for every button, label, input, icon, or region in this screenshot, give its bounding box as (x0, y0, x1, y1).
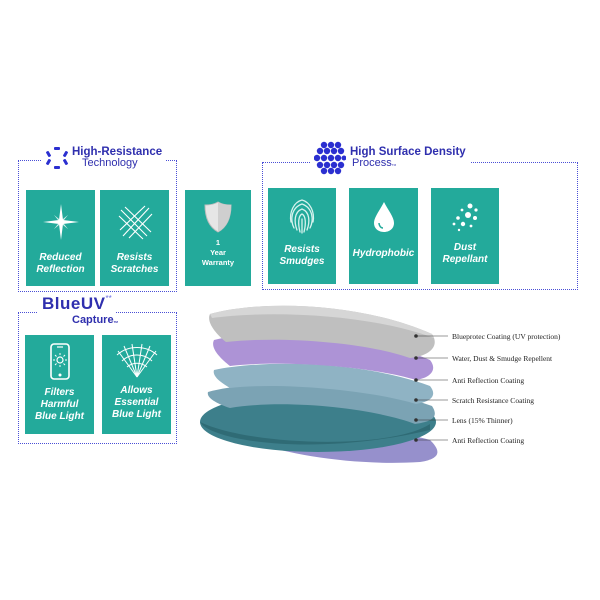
dust-particles-icon (452, 203, 478, 232)
high-resistance-subtitle: Technology (82, 157, 138, 170)
lens-layers-diagram: Blueprotec Coating (UV protection) Water… (200, 305, 561, 463)
layer-label: Blueprotec Coating (UV protection) (452, 332, 561, 341)
tile-hydrophobic: Hydrophobic (349, 188, 418, 284)
fingerprint-icon (289, 199, 315, 234)
water-drop-icon (373, 202, 394, 232)
hexagon-dots-icon (46, 147, 68, 169)
high-surface-density-subtitle: ProcessTM (352, 157, 466, 170)
tile-label: Allows Essential Blue Light (112, 385, 161, 420)
high-resistance-title: High-Resistance (72, 146, 163, 159)
trademark-mark: TM (391, 163, 397, 168)
tile-label: 1 Year Warranty (201, 238, 235, 268)
light-rays-icon (116, 343, 157, 378)
sparkle-icon (42, 204, 79, 240)
subtitle-text: Process (352, 157, 392, 170)
layer-label: Anti Reflection Coating (452, 436, 524, 445)
blueuv-title: BlueUV** (38, 294, 116, 314)
tile-label: Resists Scratches (110, 252, 159, 275)
tile-label: Reduced Reflection (36, 252, 85, 275)
blueuv-title-mark: ** (105, 294, 112, 303)
tile-dust-repellant: Dust Repellant (431, 188, 499, 284)
tile-label: Filters Harmful Blue Light (35, 387, 84, 422)
tile-allows-blue-light: Allows Essential Blue Light (102, 335, 171, 434)
layer-label: Water, Dust & Smudge Repellent (452, 354, 553, 363)
tile-resists-smudges: Resists Smudges (268, 188, 336, 284)
tile-label: Dust Repellant (442, 242, 488, 265)
trademark-mark: TM (113, 320, 118, 324)
blueuv-title-text: BlueUV (42, 294, 106, 313)
high-resistance-header: High-Resistance Technology (42, 146, 167, 170)
shield-icon (204, 201, 232, 233)
tile-label: Resists Smudges (279, 244, 325, 267)
tile-reduced-reflection: Reduced Reflection (26, 190, 95, 286)
blueuv-subtitle: CaptureTM (70, 314, 120, 326)
high-surface-density-header: High Surface Density ProcessTM (310, 141, 470, 175)
tile-label: Hydrophobic (352, 248, 415, 259)
tile-resists-scratches: Resists Scratches (100, 190, 169, 286)
layer-label: Anti Reflection Coating (452, 376, 524, 385)
high-surface-density-title: High Surface Density (350, 146, 466, 159)
tile-filters-blue-light: Filters Harmful Blue Light (25, 335, 94, 434)
layer-label: Scratch Resistance Coating (452, 396, 534, 405)
phone-sun-icon (49, 343, 70, 380)
molecule-dots-icon (314, 141, 346, 175)
layer-label: Lens (15% Thinner) (452, 416, 513, 425)
layer-anti-reflection (213, 363, 434, 404)
scratch-lines-icon (118, 205, 152, 240)
blueuv-subtitle-text: Capture (72, 314, 114, 326)
tile-warranty: 1 Year Warranty (185, 190, 251, 286)
